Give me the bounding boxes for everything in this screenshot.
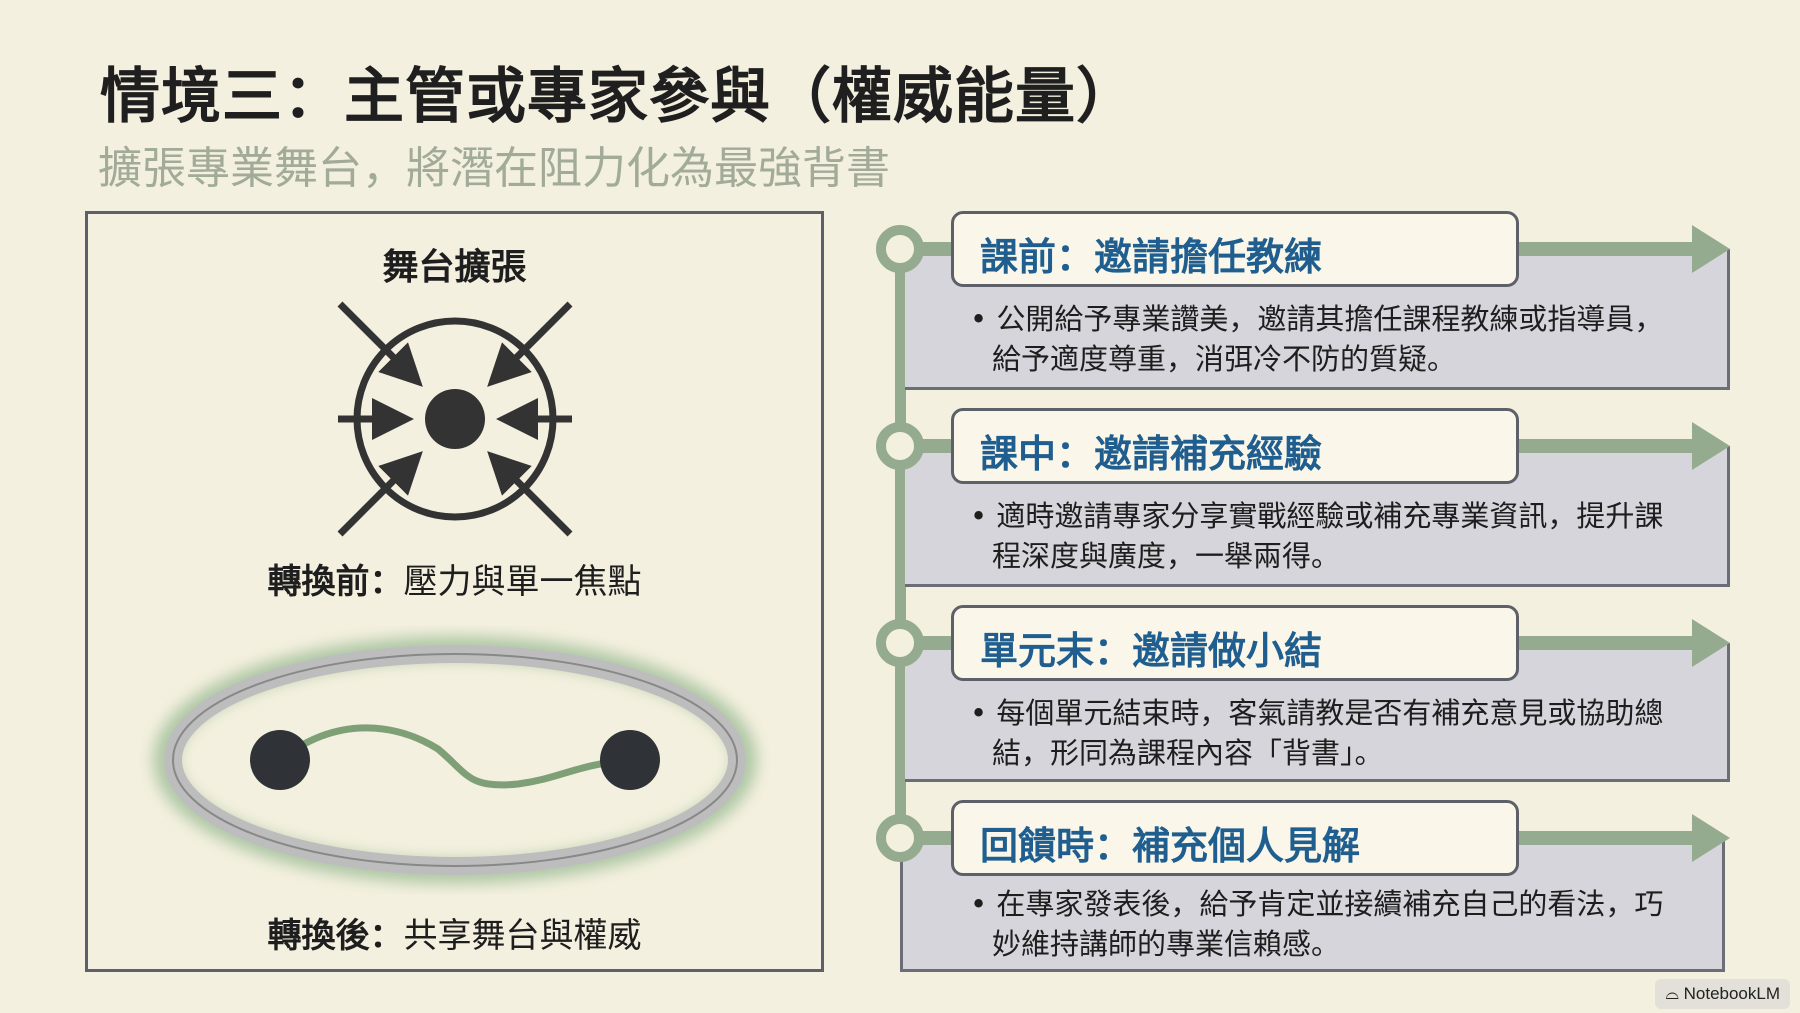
stage-expansion-panel: 舞台擴張 轉換前：壓力與單一焦點 轉換後：共享舞台與權威 xyxy=(85,211,824,972)
before-text: 壓力與單一焦點 xyxy=(403,562,642,602)
timeline-node-icon xyxy=(876,422,924,470)
arrow-right-icon xyxy=(1692,225,1730,273)
arrow-right-icon xyxy=(1692,814,1730,862)
step-text: • 每個單元結束時，客氣請教是否有補充意見或協助總結，形同為課程內容「背書」。 xyxy=(970,696,1664,770)
step-title: 課前：邀請擔任教練 xyxy=(951,211,1519,287)
step-title: 回饋時：補充個人見解 xyxy=(951,800,1519,876)
connector xyxy=(920,636,954,650)
connector xyxy=(920,831,954,845)
page-title: 情境三：主管或專家參與（權威能量） xyxy=(100,62,1137,132)
arrow-bar xyxy=(1519,242,1699,256)
after-prefix: 轉換後： xyxy=(267,916,404,956)
timeline-node-icon xyxy=(876,225,924,273)
step-title: 單元末：邀請做小結 xyxy=(951,605,1519,681)
notebooklm-badge: ⌓ NotebookLM xyxy=(1655,979,1790,1009)
after-label: 轉換後：共享舞台與權威 xyxy=(88,908,821,957)
arrow-bar xyxy=(1519,831,1699,845)
step-text-content: 在專家發表後，給予肯定並接續補充自己的看法，巧妙維持講師的專業信賴感。 xyxy=(992,887,1664,961)
timeline-node-icon xyxy=(876,619,924,667)
arrow-right-icon xyxy=(1692,422,1730,470)
before-prefix: 轉換前： xyxy=(267,562,404,602)
before-label: 轉換前：壓力與單一焦點 xyxy=(88,554,821,603)
notebooklm-logo-icon: ⌓ xyxy=(1665,984,1684,1003)
step-text-content: 公開給予專業讚美，邀請其擔任課程教練或指導員，給予適度尊重，消弭冷不防的質疑。 xyxy=(992,302,1664,376)
step-text: • 在專家發表後，給予肯定並接續補充自己的看法，巧妙維持講師的專業信賴感。 xyxy=(970,887,1664,961)
timeline-node-icon xyxy=(876,814,924,862)
badge-label: NotebookLM xyxy=(1683,984,1780,1003)
step-title: 課中：邀請補充經驗 xyxy=(951,408,1519,484)
step-text: • 適時邀請專家分享實戰經驗或補充專業資訊，提升課程深度與廣度，一舉兩得。 xyxy=(970,499,1664,573)
timeline-line xyxy=(895,249,906,849)
page-subtitle: 擴張專業舞台，將潛在阻力化為最強背書 xyxy=(98,143,890,194)
connector xyxy=(920,439,954,453)
step-text-content: 適時邀請專家分享實戰經驗或補充專業資訊，提升課程深度與廣度，一舉兩得。 xyxy=(992,499,1664,573)
step-text-content: 每個單元結束時，客氣請教是否有補充意見或協助總結，形同為課程內容「背書」。 xyxy=(992,696,1664,770)
step-text: • 公開給予專業讚美，邀請其擔任課程教練或指導員，給予適度尊重，消弭冷不防的質疑… xyxy=(970,302,1664,376)
arrow-bar xyxy=(1519,439,1699,453)
after-text: 共享舞台與權威 xyxy=(403,916,642,956)
connector xyxy=(920,242,954,256)
pressure-focus-icon xyxy=(154,301,756,883)
arrow-right-icon xyxy=(1692,619,1730,667)
arrow-bar xyxy=(1519,636,1699,650)
panel-heading: 舞台擴張 xyxy=(382,247,527,288)
